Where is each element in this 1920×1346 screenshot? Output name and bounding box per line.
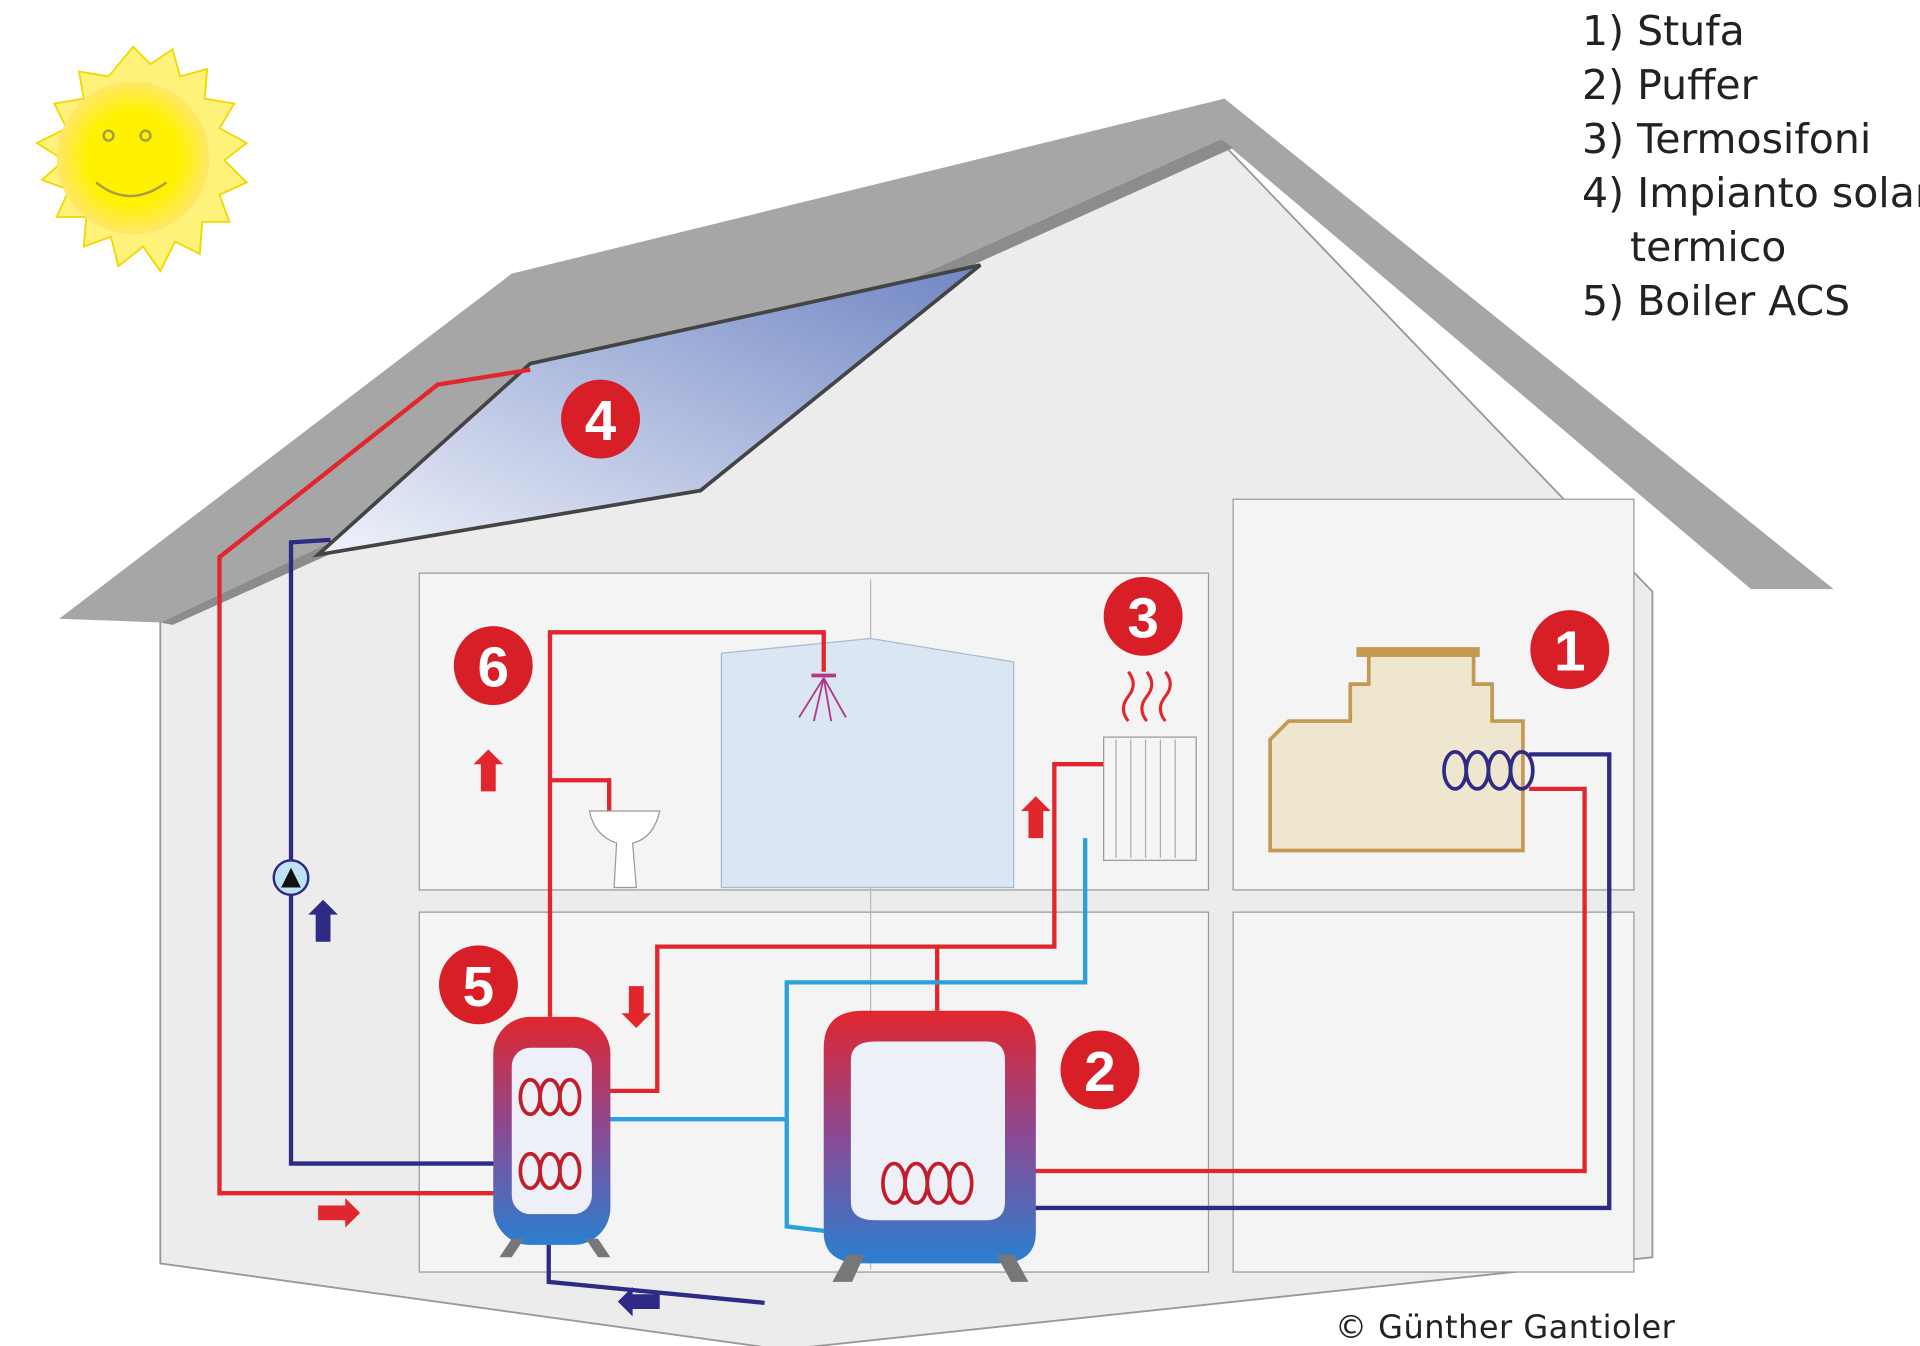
arrow-up-icon — [473, 749, 504, 792]
boiler-acs-tank — [493, 1016, 611, 1258]
svg-text:5: 5 — [463, 956, 495, 1019]
arrow-right-icon — [318, 1198, 361, 1228]
legend-item-impianto-solare: 4) Impianto solare — [1582, 169, 1920, 217]
legend-item-impianto-solare-cont: termico — [1630, 223, 1787, 271]
pipes — [217, 367, 1612, 1306]
badge-4: 4 — [561, 379, 640, 459]
svg-text:2: 2 — [1084, 1041, 1116, 1104]
room-lower-right — [1232, 911, 1635, 1273]
puffer-tank — [823, 1010, 1036, 1282]
arrow-left-icon — [617, 1286, 660, 1317]
radiator-icon — [1103, 670, 1197, 861]
badge-3: 3 — [1103, 576, 1183, 656]
legend-item-termosifoni: 3) Termosifoni — [1582, 115, 1872, 163]
legend-item-puffer: 2) Puffer — [1582, 61, 1758, 109]
sun-icon — [35, 45, 249, 273]
shower-head-icon — [798, 673, 847, 722]
badge-6: 6 — [453, 626, 533, 706]
badge-1: 1 — [1530, 610, 1610, 690]
badge-5: 5 — [438, 945, 518, 1025]
svg-text:6: 6 — [477, 637, 509, 700]
copyright-credit: © Günther Gantioler — [1335, 1308, 1676, 1346]
roof — [59, 98, 1834, 623]
legend-item-stufa: 1) Stufa — [1582, 7, 1745, 55]
arrow-up-icon — [308, 899, 338, 942]
shower-cabin — [720, 637, 1015, 889]
pump-icon — [272, 859, 310, 897]
svg-text:3: 3 — [1127, 587, 1159, 650]
legend: 1) Stufa 2) Puffer 3) Termosifoni 4) Imp… — [1582, 4, 1920, 328]
solar-panel — [312, 263, 982, 558]
badge-2: 2 — [1060, 1030, 1140, 1110]
svg-text:1: 1 — [1554, 621, 1586, 684]
arrow-down-icon — [621, 986, 652, 1028]
legend-item-boiler-acs: 5) Boiler ACS — [1582, 277, 1851, 325]
sink-icon — [588, 810, 661, 889]
svg-text:4: 4 — [585, 390, 617, 453]
stove-image — [1268, 647, 1535, 853]
